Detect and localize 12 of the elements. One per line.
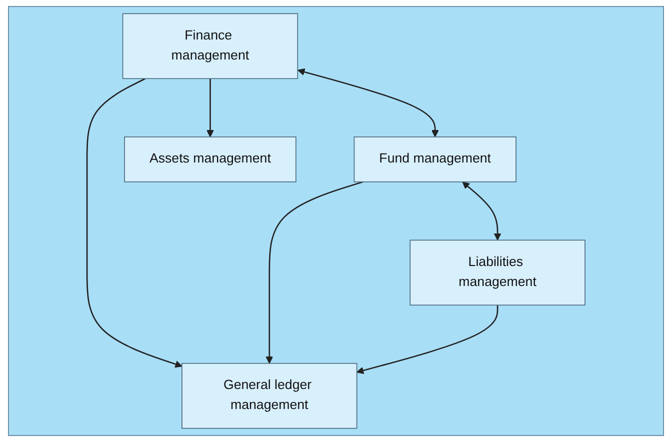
arrow: [206, 78, 214, 138]
arrow: [462, 182, 502, 240]
node-box: [122, 13, 298, 80]
arrow: [266, 181, 364, 364]
node-box: [354, 136, 516, 182]
arrow: [298, 68, 439, 138]
node-box: [124, 136, 296, 182]
flowchart: Finance management Fund management Liabilities management Assets management General ledger management: [9, 7, 663, 435]
node-box: [410, 240, 586, 306]
arrow: [86, 78, 182, 368]
arrow: [356, 305, 498, 374]
node-box: [182, 362, 358, 429]
